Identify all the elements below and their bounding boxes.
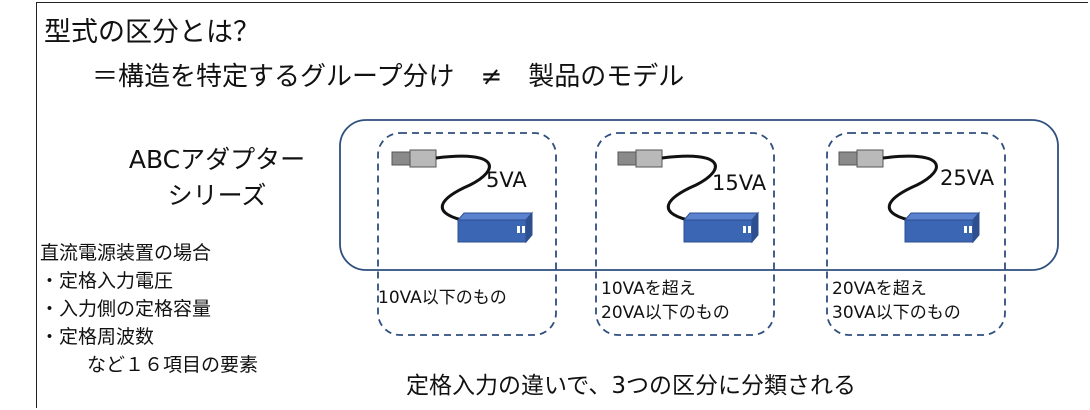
page-title: 型式の区分とは？ [44, 17, 260, 48]
category-caption: 20VAを超え 30VA以下のもの [832, 277, 961, 325]
caption-line: 30VA以下のもの [832, 303, 961, 323]
factor-item: ・入力側の定格容量 [40, 298, 212, 320]
category-caption: 10VA以下のもの [378, 286, 507, 310]
caption-line: 10VA以下のもの [378, 288, 507, 308]
category-box-1 [377, 132, 557, 336]
adapter-icon [617, 149, 760, 244]
caption-line: 20VA以下のもの [601, 303, 730, 323]
rating-label: 15VA [712, 171, 767, 195]
adapter-icon [391, 149, 534, 244]
rating-label: 25VA [940, 166, 995, 190]
series-group-box [339, 119, 1059, 271]
series-label: ABCアダプター シリーズ [112, 142, 322, 214]
slide-frame [36, 2, 1088, 408]
adapter-icon [838, 149, 981, 244]
category-box-2 [595, 132, 775, 336]
caption-line: 10VAを超え [601, 279, 696, 299]
caption-line: 20VAを超え [832, 279, 927, 299]
category-box-3 [826, 132, 1006, 336]
series-label-line-1: ABCアダプター [128, 145, 306, 174]
category-caption: 10VAを超え 20VA以下のもの [601, 277, 730, 325]
summary-text: 定格入力の違いで、3つの区分に分類される [406, 373, 857, 399]
series-label-line-2: シリーズ [167, 181, 267, 210]
factor-footer: など１６項目の要素 [68, 354, 259, 376]
dc-power-section: 直流電源装置の場合 ・定格入力電圧 ・入力側の定格容量 ・定格周波数 など１６項… [40, 239, 258, 379]
rating-label: 5VA [486, 168, 527, 192]
definition-line: ＝構造を特定するグループ分け ≠ 製品のモデル [92, 62, 685, 92]
factor-item: ・定格周波数 [40, 326, 155, 348]
factor-item: ・定格入力電圧 [40, 270, 174, 292]
dc-power-heading: 直流電源装置の場合 [40, 242, 212, 264]
